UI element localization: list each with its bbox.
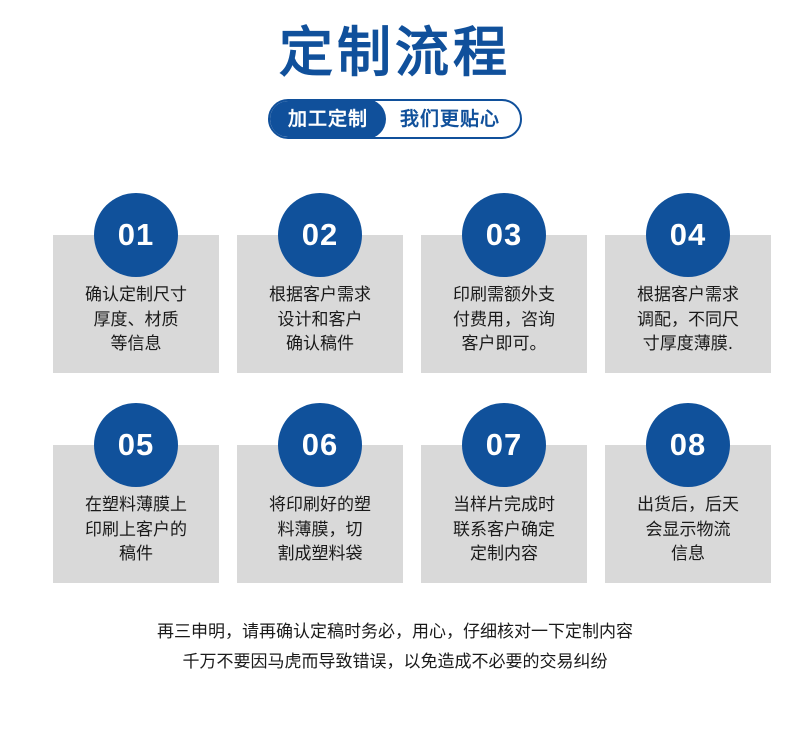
footer-note-line-2: 千万不要因马虎而导致错误，以免造成不必要的交易纠纷 <box>182 651 608 672</box>
step-card-08: 08 出货后，后天 会显示物流 信息 <box>605 402 771 583</box>
step-body-04: 根据客户需求 调配，不同尺 寸厚度薄膜. <box>605 235 771 373</box>
step-text-line: 稿件 <box>119 544 153 565</box>
step-number-badge-03: 03 <box>462 193 546 277</box>
step-text-line: 将印刷好的塑 <box>269 494 371 515</box>
step-text-line: 在塑料薄膜上 <box>85 494 187 515</box>
step-card-07: 07 当样片完成时 联系客户确定 定制内容 <box>421 402 587 583</box>
step-card-03: 03 印刷需额外支 付费用，咨询 客户即可。 <box>421 193 587 373</box>
footer-note-line-1: 再三申明，请再确认定稿时务必，用心，仔细核对一下定制内容 <box>157 622 633 642</box>
page-title: 定制流程 <box>279 21 511 84</box>
step-text-line: 当样片完成时 <box>453 494 555 515</box>
step-text-line: 根据客户需求 <box>637 285 739 305</box>
step-number-badge-06: 06 <box>278 402 362 487</box>
step-text-line: 定制内容 <box>470 544 538 565</box>
step-text-line: 确认定制尺寸 <box>85 285 187 305</box>
steps-row-2: 05 在塑料薄膜上 印刷上客户的 稿件 06 将印刷好的塑 料薄膜，切 割成塑料… <box>53 402 771 583</box>
step-text-line: 出货后，后天 <box>637 494 739 515</box>
step-text-line: 厚度、材质 <box>93 309 179 330</box>
step-text-line: 割成塑料袋 <box>277 544 363 565</box>
step-card-05: 05 在塑料薄膜上 印刷上客户的 稿件 <box>53 402 219 583</box>
step-text-line: 设计和客户 <box>277 309 363 330</box>
steps-grid: 01 确认定制尺寸 厚度、材质 等信息 02 根据客户需求 设计和客户 确认稿件… <box>53 193 771 613</box>
step-text-line: 付费用，咨询 <box>453 309 555 330</box>
tagline-pill: 加工定制 我们更贴心 <box>267 99 523 139</box>
step-number-badge-07: 07 <box>462 402 546 487</box>
step-number-badge-04: 04 <box>646 193 730 277</box>
steps-row-1: 01 确认定制尺寸 厚度、材质 等信息 02 根据客户需求 设计和客户 确认稿件… <box>53 193 771 373</box>
step-text-line: 信息 <box>671 544 705 565</box>
footer-note: 再三申明，请再确认定稿时务必，用心，仔细核对一下定制内容 千万不要因马虎而导致错… <box>0 618 790 678</box>
tagline-pill-wrap: 加工定制 我们更贴心 <box>0 99 790 139</box>
step-card-01: 01 确认定制尺寸 厚度、材质 等信息 <box>53 193 219 373</box>
step-text-line: 会显示物流 <box>645 519 731 540</box>
tagline-pill-right-label: 我们更贴心 <box>400 108 501 130</box>
step-text-line: 客户即可。 <box>461 334 547 355</box>
step-number-badge-02: 02 <box>278 193 362 277</box>
step-text-line: 调配，不同尺 <box>637 309 739 330</box>
step-number-badge-05: 05 <box>94 402 178 487</box>
step-card-02: 02 根据客户需求 设计和客户 确认稿件 <box>237 193 403 373</box>
step-body-03: 印刷需额外支 付费用，咨询 客户即可。 <box>421 235 587 373</box>
step-text-line: 印刷上客户的 <box>85 519 187 540</box>
step-text-line: 印刷需额外支 <box>453 285 555 305</box>
step-text-line: 料薄膜，切 <box>277 519 363 540</box>
step-text-line: 寸厚度薄膜. <box>642 334 734 355</box>
step-text-line: 等信息 <box>110 334 162 355</box>
step-card-06: 06 将印刷好的塑 料薄膜，切 割成塑料袋 <box>237 402 403 583</box>
step-number-badge-08: 08 <box>646 402 730 487</box>
page-header: 定制流程 加工定制 我们更贴心 <box>0 0 790 139</box>
step-text-line: 联系客户确定 <box>453 519 555 540</box>
step-card-04: 04 根据客户需求 调配，不同尺 寸厚度薄膜. <box>605 193 771 373</box>
step-number-badge-01: 01 <box>94 193 178 277</box>
step-text-line: 根据客户需求 <box>269 285 371 305</box>
tagline-pill-left-label: 加工定制 <box>269 101 386 137</box>
step-text-line: 确认稿件 <box>286 334 354 355</box>
